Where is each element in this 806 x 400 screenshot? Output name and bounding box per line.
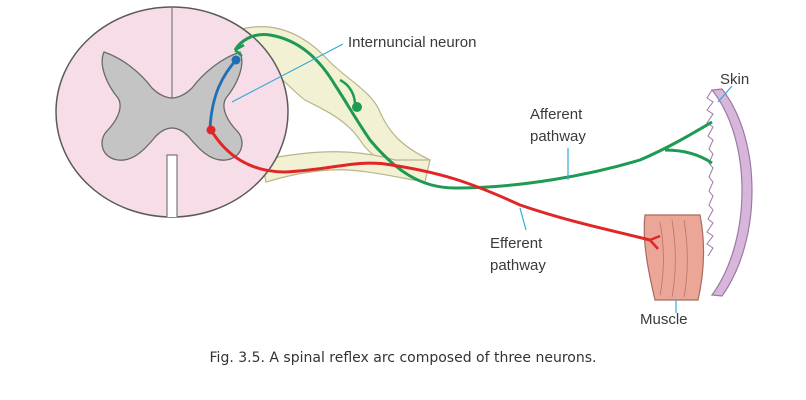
muscle-fibers	[659, 219, 688, 298]
label-afferent-1: Afferent	[530, 106, 583, 123]
label-efferent-1: Efferent	[490, 235, 543, 252]
afferent-pathway	[233, 32, 713, 190]
grey-matter	[101, 51, 243, 161]
efferent-terminal	[649, 234, 661, 250]
label-efferent-2: pathway	[490, 257, 546, 274]
skin-surface-texture	[706, 89, 714, 257]
skin-leader	[717, 85, 733, 103]
label-internuncial: Internuncial neuron	[348, 34, 476, 51]
afferent-terminal	[234, 43, 245, 57]
ventral-median-fissure	[166, 154, 178, 217]
figure-caption: Fig. 3.5. A spinal reflex arc composed o…	[209, 350, 597, 366]
efferent-leader	[519, 207, 527, 231]
dorsal-root-ganglion-cell	[352, 102, 362, 112]
motor-neuron-cell-body	[206, 125, 216, 135]
efferent-pathway	[209, 129, 651, 242]
label-afferent-2: pathway	[530, 128, 586, 145]
skin	[710, 88, 753, 297]
internuncial-leader	[231, 43, 344, 103]
label-muscle: Muscle	[640, 311, 688, 328]
internuncial-cell-body	[231, 55, 241, 65]
afferent-skin-branch	[664, 148, 713, 165]
label-skin: Skin	[720, 71, 749, 88]
